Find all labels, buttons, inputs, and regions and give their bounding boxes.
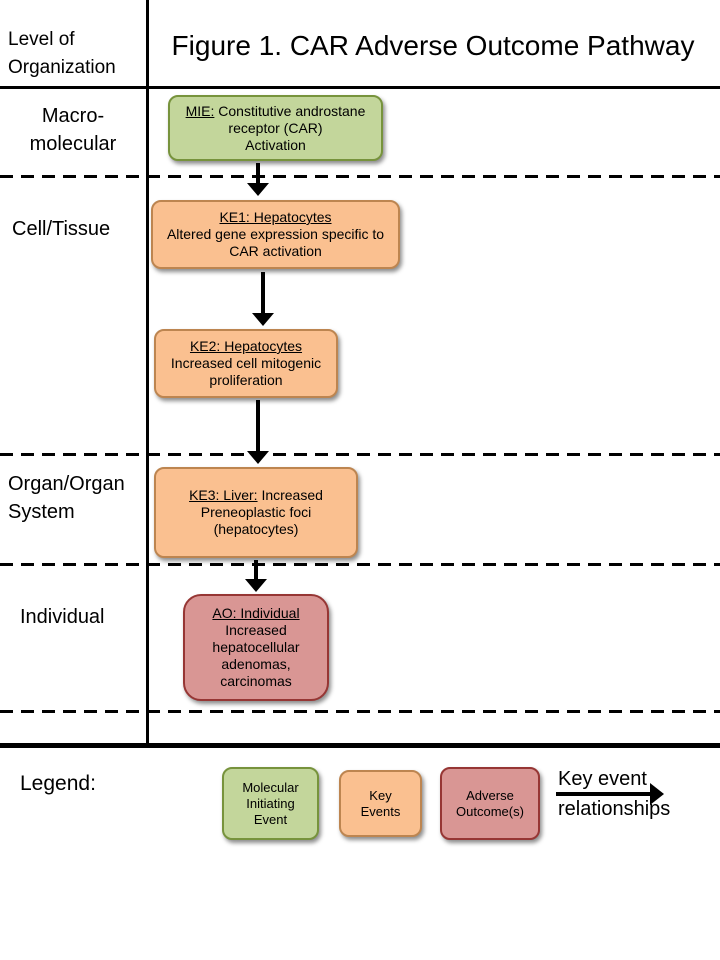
mie-box-inline: Constitutive androstane receptor (CAR): [218, 102, 366, 136]
key-event-rel-line2: relationships: [558, 798, 671, 820]
org-label-line1: Level of: [8, 29, 75, 50]
legend-title: Legend:: [20, 772, 96, 795]
level-of-organization-label: Level of Organization: [8, 26, 142, 82]
row-divider-macromolecular: [0, 175, 720, 178]
macro-line2: molecular: [29, 133, 117, 155]
organ-line1: Organ/Organ: [8, 473, 125, 495]
column-divider: [146, 0, 149, 745]
arrow-shaft: [256, 163, 260, 183]
arrow-shaft: [256, 400, 260, 451]
down-arrowhead-icon: [247, 451, 269, 464]
ke3-box-text: KE3: Liver: Increased Preneoplastic foci…: [163, 487, 349, 538]
ke1-box-body: Altered gene expression specific to CAR …: [166, 226, 385, 259]
ke2-box-heading: KE2: Hepatocytes: [189, 338, 303, 354]
ao-box-heading: AO: Individual: [212, 605, 300, 621]
arrow-shaft: [556, 792, 650, 796]
key-event-relationship-arrow: [556, 783, 664, 805]
ke3-box-heading: KE3: Liver:: [189, 487, 258, 503]
arrow-mie-to-ke1: [247, 163, 269, 196]
right-arrowhead-icon: [650, 783, 664, 805]
row-divider-individual: [0, 710, 720, 713]
key-event-relationships-label: Key event relationships: [558, 764, 670, 824]
legend-divider: [0, 743, 720, 748]
ke2-box-body: Increased cell mitogenic proliferation: [170, 355, 322, 388]
ke1-box-heading: KE1: Hepatocytes: [219, 209, 332, 225]
ao-box-text: AO: Individual Increased hepatocellular …: [192, 605, 320, 690]
row-divider-cell-tissue: [0, 453, 720, 456]
level-label-cell-tissue: Cell/Tissue: [12, 218, 111, 240]
arrow-ke2-to-ke3: [247, 400, 269, 464]
org-label-line2: Organization: [8, 57, 116, 78]
legend-key-events-label: Key Events: [360, 787, 401, 819]
legend-adverse-outcome-label: Adverse Outcome(s): [456, 787, 524, 819]
arrow-ke1-to-ke2: [252, 272, 274, 326]
key-event-rel-line1: Key event: [558, 768, 647, 790]
mie-box-body: Activation: [245, 136, 306, 153]
legend-adverse-outcome-box: Adverse Outcome(s): [440, 767, 540, 840]
arrow-shaft: [261, 272, 265, 313]
figure-title: Figure 1. CAR Adverse Outcome Pathway: [171, 30, 695, 61]
mie-box: MIE: Constitutive androstane receptor (C…: [168, 95, 383, 161]
ke3-box: KE3: Liver: Increased Preneoplastic foci…: [154, 467, 358, 558]
row-divider-organ: [0, 563, 720, 566]
organ-line2: System: [8, 501, 75, 523]
ke3-box-body: Preneoplastic foci (hepatocytes): [200, 504, 312, 537]
mie-box-text: MIE: Constitutive androstane receptor (C…: [177, 103, 374, 154]
legend-mie-label: Molecular Initiating Event: [242, 779, 299, 827]
ke2-box-text: KE2: Hepatocytes Increased cell mitogeni…: [163, 338, 329, 389]
down-arrowhead-icon: [247, 183, 269, 196]
level-label-organ-system: Organ/Organ System: [0, 470, 146, 526]
ke1-box: KE1: Hepatocytes Altered gene expression…: [151, 200, 400, 269]
legend-mie-box: Molecular Initiating Event: [222, 767, 319, 840]
header-divider: [0, 86, 720, 89]
level-label-individual: Individual: [20, 606, 105, 628]
arrow-shaft: [254, 560, 258, 579]
ke1-box-text: KE1: Hepatocytes Altered gene expression…: [160, 209, 391, 260]
legend-key-events-box: Key Events: [339, 770, 422, 837]
ke3-box-inline: Increased: [261, 487, 323, 503]
down-arrowhead-icon: [245, 579, 267, 592]
ao-box: AO: Individual Increased hepatocellular …: [183, 594, 329, 701]
arrow-ke3-to-ao: [245, 560, 267, 592]
ao-box-body: Increased hepatocellular adenomas, carci…: [212, 622, 300, 689]
ke2-box: KE2: Hepatocytes Increased cell mitogeni…: [154, 329, 338, 398]
macro-line1: Macro-: [41, 105, 105, 127]
down-arrowhead-icon: [252, 313, 274, 326]
level-label-macromolecular: Macro- molecular: [0, 102, 146, 158]
mie-box-heading: MIE:: [185, 102, 215, 119]
